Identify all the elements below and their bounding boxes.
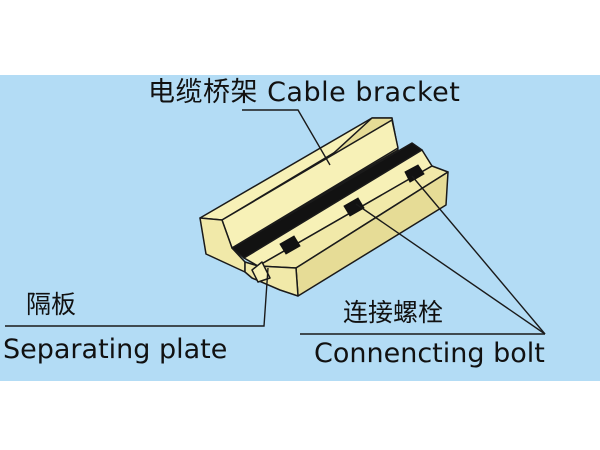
bracket-notch <box>251 261 271 283</box>
connecting-bolt-label-cn: 连接螺栓 <box>343 298 444 327</box>
leader-lines <box>5 109 546 335</box>
leader-cable-bracket <box>242 109 331 166</box>
cable-bracket <box>199 117 449 297</box>
separating-plate-label-cn: 隔板 <box>26 290 77 319</box>
bolt-slot-2 <box>343 197 365 217</box>
bracket-front-right <box>244 261 299 297</box>
cable-bracket-label: 电缆桥架 Cable bracket <box>148 77 461 108</box>
bolt-slot-1 <box>279 235 301 255</box>
leader-bolt-2 <box>411 175 546 335</box>
bolt-slots <box>279 164 425 255</box>
bolt-slot-3 <box>404 164 425 183</box>
connecting-bolt-label-en: Connencting bolt <box>314 338 545 369</box>
separating-plate-label-en: Separating plate <box>3 334 228 365</box>
leader-bolt-1 <box>355 203 546 335</box>
leader-separating-plate <box>5 267 269 327</box>
